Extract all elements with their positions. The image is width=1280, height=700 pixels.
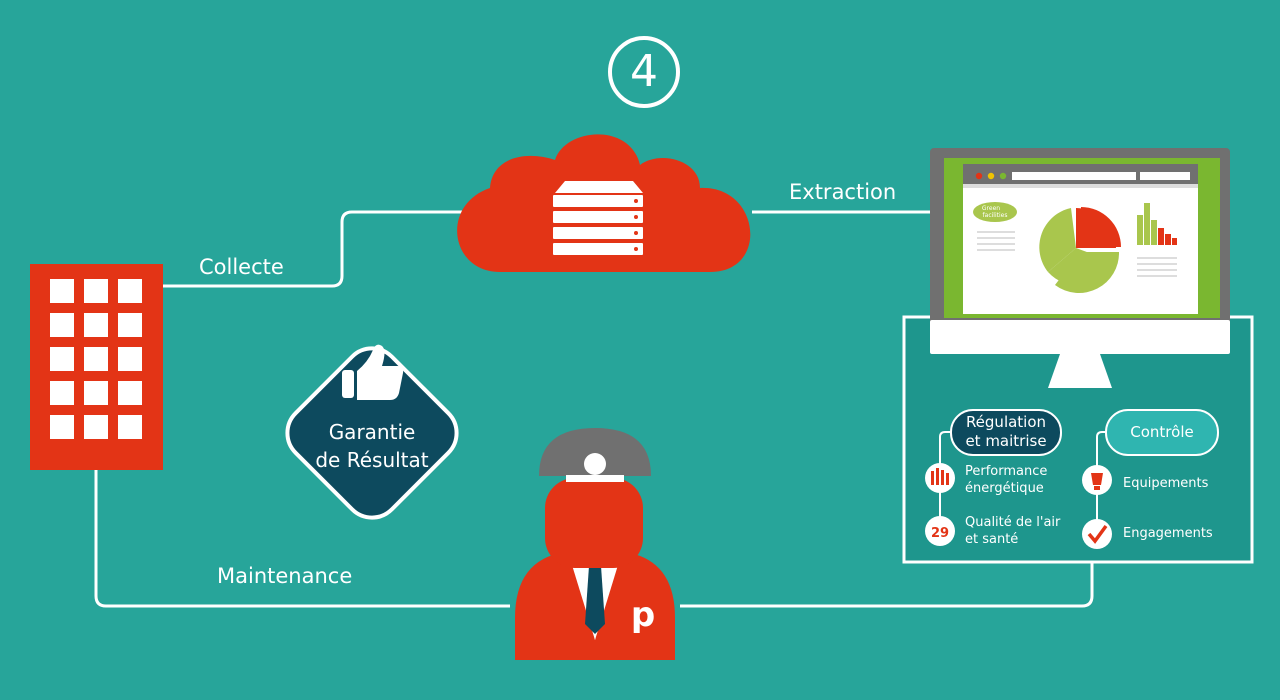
garantie-badge <box>285 344 459 520</box>
checkmark-icon <box>1082 519 1112 549</box>
collecte-connector <box>163 210 462 288</box>
building-window <box>50 381 74 405</box>
svg-text:29: 29 <box>931 526 949 541</box>
logo-text-1: Green <box>982 205 1000 212</box>
building-window <box>50 313 74 337</box>
building-window <box>84 347 108 371</box>
extraction-label: Extraction <box>789 180 897 204</box>
collecte-label: Collecte <box>199 255 284 279</box>
building-window <box>118 415 142 439</box>
building-window <box>50 415 74 439</box>
equipements-item: Equipements <box>1123 476 1209 491</box>
building-icon <box>30 264 163 470</box>
building-window <box>84 279 108 303</box>
engagements-item: Engagements <box>1123 526 1213 541</box>
monitor-icon: Green facilities <box>902 148 1254 564</box>
controle-title: Contrôle <box>1130 423 1194 441</box>
lightbulb-icon <box>1082 465 1112 495</box>
cloud-server-icon <box>457 134 751 272</box>
bar-chart-icon <box>1137 203 1177 245</box>
pie-chart-icon <box>1039 207 1121 294</box>
garantie-text: Garantie de Résultat <box>282 418 462 474</box>
performance-line-1: Performance <box>965 464 1048 479</box>
garantie-line-2: de Résultat <box>315 448 429 472</box>
step-number: 4 <box>608 36 680 108</box>
green-facilities-logo <box>973 202 1017 222</box>
building-window <box>50 347 74 371</box>
maintenance-connector <box>94 470 510 608</box>
garantie-line-1: Garantie <box>328 420 416 444</box>
performance-item: Performance énergétique <box>965 463 1047 497</box>
air-quality-line-1: Qualité de l'air <box>965 515 1061 530</box>
technician-logo: p <box>631 595 655 635</box>
building-window <box>50 279 74 303</box>
performance-line-2: énergétique <box>965 481 1044 496</box>
air-quality-icon: 29 <box>925 516 955 546</box>
regulation-title-2: et maitrise <box>965 432 1047 450</box>
regulation-title-1: Régulation <box>965 413 1047 431</box>
controle-pill <box>1105 409 1219 456</box>
regulation-pill <box>950 409 1062 456</box>
building-window <box>118 313 142 337</box>
air-quality-line-2: et santé <box>965 532 1019 547</box>
building-window <box>118 279 142 303</box>
return-connector <box>680 562 1094 608</box>
technician-icon: p <box>515 428 675 660</box>
building-window <box>118 347 142 371</box>
regulation-title: Régulation et maitrise <box>951 413 1061 451</box>
building-window <box>118 381 142 405</box>
maintenance-label: Maintenance <box>217 564 353 588</box>
building-window <box>84 381 108 405</box>
thumbs-up-icon <box>342 344 404 400</box>
building-window <box>84 313 108 337</box>
air-quality-item: Qualité de l'air et santé <box>965 514 1060 548</box>
building-small-icon <box>925 463 955 493</box>
building-window <box>84 415 108 439</box>
logo-text-2: facilities <box>983 212 1008 219</box>
